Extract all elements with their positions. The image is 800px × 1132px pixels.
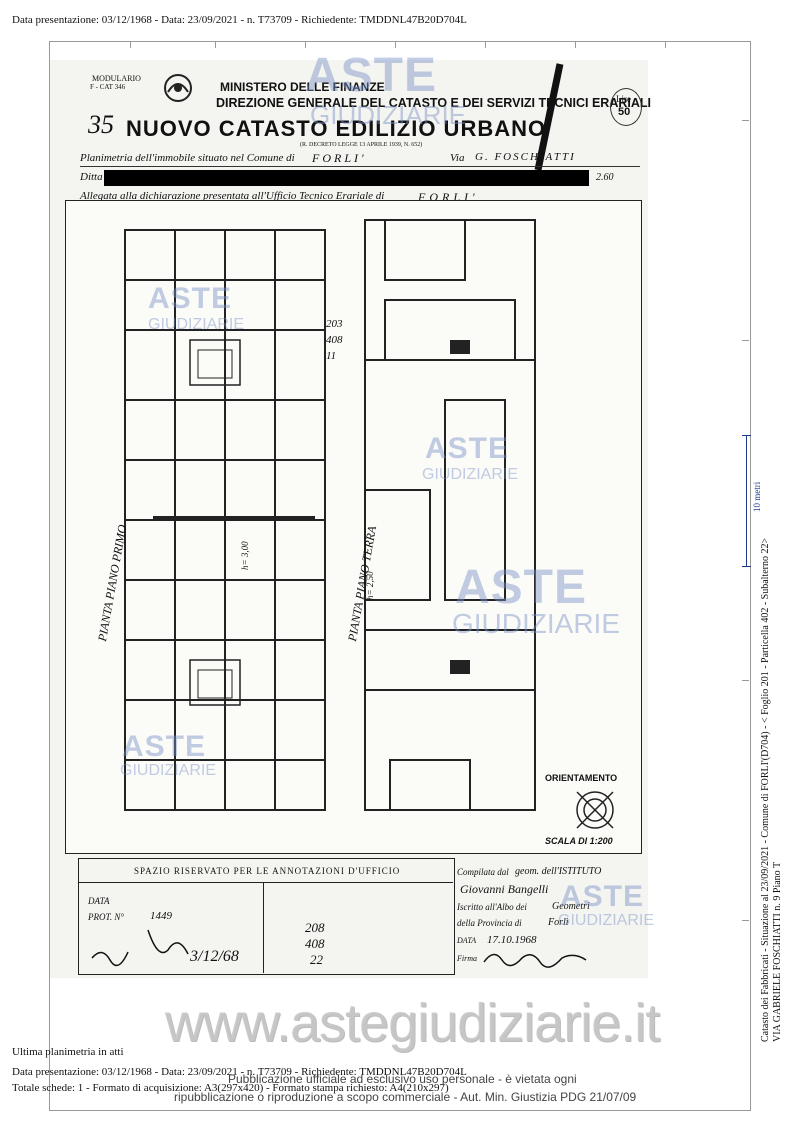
firma-label: Firma (457, 954, 477, 963)
ditta-label: Ditta (80, 171, 103, 183)
drawing-area (65, 200, 642, 854)
frame-tick (742, 920, 749, 921)
note-1: 203 (326, 318, 343, 330)
watermark-aste: ASTE (305, 49, 438, 102)
handwritten-scribble (91, 929, 189, 967)
stamp (610, 88, 642, 126)
watermark-giudiziarie: GIUDIZIARIE (422, 466, 519, 483)
redaction-bar (104, 170, 589, 186)
via-label: Via (450, 152, 465, 164)
watermark-giudiziarie: GIUDIZIARIE (120, 762, 217, 779)
note-2: 408 (326, 334, 343, 346)
office-annotations-box (78, 858, 455, 975)
decree-label: (R. DECRETO LEGGE 13 APRILE 1939, N. 652… (300, 142, 423, 148)
frame-tick (215, 41, 216, 48)
compilata-name: Giovanni Bangelli (460, 882, 549, 896)
watermark-aste: ASTE (148, 282, 233, 315)
data-label: DATA (88, 896, 110, 906)
signature (483, 953, 587, 968)
footer-ultima: Ultima planimetria in atti (12, 1046, 124, 1058)
watermark-notice-2: ripubblicazione o riproduzione a scopo c… (174, 1090, 637, 1104)
form-number: 35 (88, 110, 114, 139)
via-value: G. FOSCHIATTI (475, 151, 576, 163)
planimetria-label: Planimetria dell'immobile situato nel Co… (80, 152, 295, 164)
watermark-url: www.astegiudiziarie.it (165, 993, 660, 1053)
header-info: Data presentazione: 03/12/1968 - Data: 2… (12, 14, 467, 26)
data2-label: DATA (457, 936, 477, 945)
frame-tick (665, 41, 666, 48)
office-box-title: SPAZIO RISERVATO PER LE ANNOTAZIONI D'UF… (134, 866, 401, 876)
diagonal-mark (534, 63, 564, 171)
document-title: NUOVO CATASTO EDILIZIO URBANO (126, 116, 547, 141)
prot-value: 1449 (150, 910, 172, 922)
data2-value: 17.10.1968 (487, 934, 537, 946)
floor-plan-drawing (124, 219, 614, 829)
note-3: 11 (326, 350, 337, 362)
side-cadastral-info: Catasto dei Fabbricati - Situazione al 2… (760, 537, 771, 1042)
modulario-label: MODULARIO (92, 74, 141, 83)
lire-value: 50 (618, 106, 631, 118)
comune-value: FORLI' (312, 151, 367, 165)
footer-line-1: Data presentazione: 03/12/1968 - Data: 2… (12, 1066, 467, 1078)
frame-tick (742, 680, 749, 681)
direction-title: DIREZIONE GENERALE DEL CATASTO E DEI SER… (216, 96, 651, 110)
watermark-giudiziarie: GIUDIZIARIE (558, 912, 655, 929)
scale-bar-end (742, 566, 751, 567)
divider (263, 882, 264, 973)
page-frame (49, 41, 751, 1111)
provincia-label: della Provincia di (457, 918, 522, 928)
iscritto-label: Iscritto all'Albo dei (457, 902, 527, 912)
compilata-value: geom. dell'ISTITUTO (515, 866, 602, 877)
frame-tick (305, 41, 306, 48)
modulario-code: F - CAT 346 (90, 83, 126, 91)
watermark-giudiziarie: GIUDIZIARIE (452, 608, 621, 639)
watermark-giudiziarie: GIUDIZIARIE (148, 316, 245, 333)
compilata-label: Compilata dal (457, 867, 509, 877)
watermark-aste: ASTE (122, 730, 207, 763)
provincia-value: Forlì (548, 917, 569, 928)
height-right: h= 2,50 (365, 571, 375, 600)
office-number-3: 22 (310, 952, 323, 967)
watermark-aste: ASTE (455, 561, 588, 614)
allegata-label: Allegata alla dichiarazione presentata a… (80, 190, 385, 202)
scala-label: SCALA DI 1:200 (545, 836, 613, 846)
divider (78, 882, 453, 883)
iscritto-value: Geometri (552, 901, 590, 912)
watermark-aste: ASTE (425, 432, 510, 465)
side-address: VIA GABRIELE FOSCHIATTI n. 9 Piano T (772, 861, 783, 1042)
scale-bar-end (742, 435, 751, 436)
footer-line-2: Totale schede: 1 - Formato di acquisizio… (12, 1082, 449, 1094)
divider (80, 166, 640, 167)
ditta-suffix: 2.60 (596, 172, 614, 183)
watermark-giudiziarie: GIUDIZIARIE (310, 100, 467, 130)
watermark-notice-1: Pubblicazione ufficiale ad esclusivo uso… (228, 1072, 577, 1086)
frame-tick (742, 120, 749, 121)
handwritten-date: 3/12/68 (190, 948, 239, 965)
ministry-title: MINISTERO DELLE FINANZE (220, 80, 385, 94)
office-number-2: 408 (305, 936, 325, 951)
frame-tick (742, 340, 749, 341)
frame-tick (575, 41, 576, 48)
height-left: h= 3,00 (240, 541, 250, 570)
frame-tick (130, 41, 131, 48)
emblem-icon (164, 74, 192, 102)
scale-label: 10 metri (752, 481, 762, 512)
scale-bar (746, 435, 747, 567)
frame-tick (395, 41, 396, 48)
frame-tick (485, 41, 486, 48)
orientamento-label: ORIENTAMENTO (545, 773, 618, 783)
office-number-1: 208 (305, 920, 325, 935)
watermark-aste: ASTE (560, 880, 645, 913)
prot-label: PROT. N° (88, 912, 124, 922)
lire-label: Lire (616, 94, 631, 104)
